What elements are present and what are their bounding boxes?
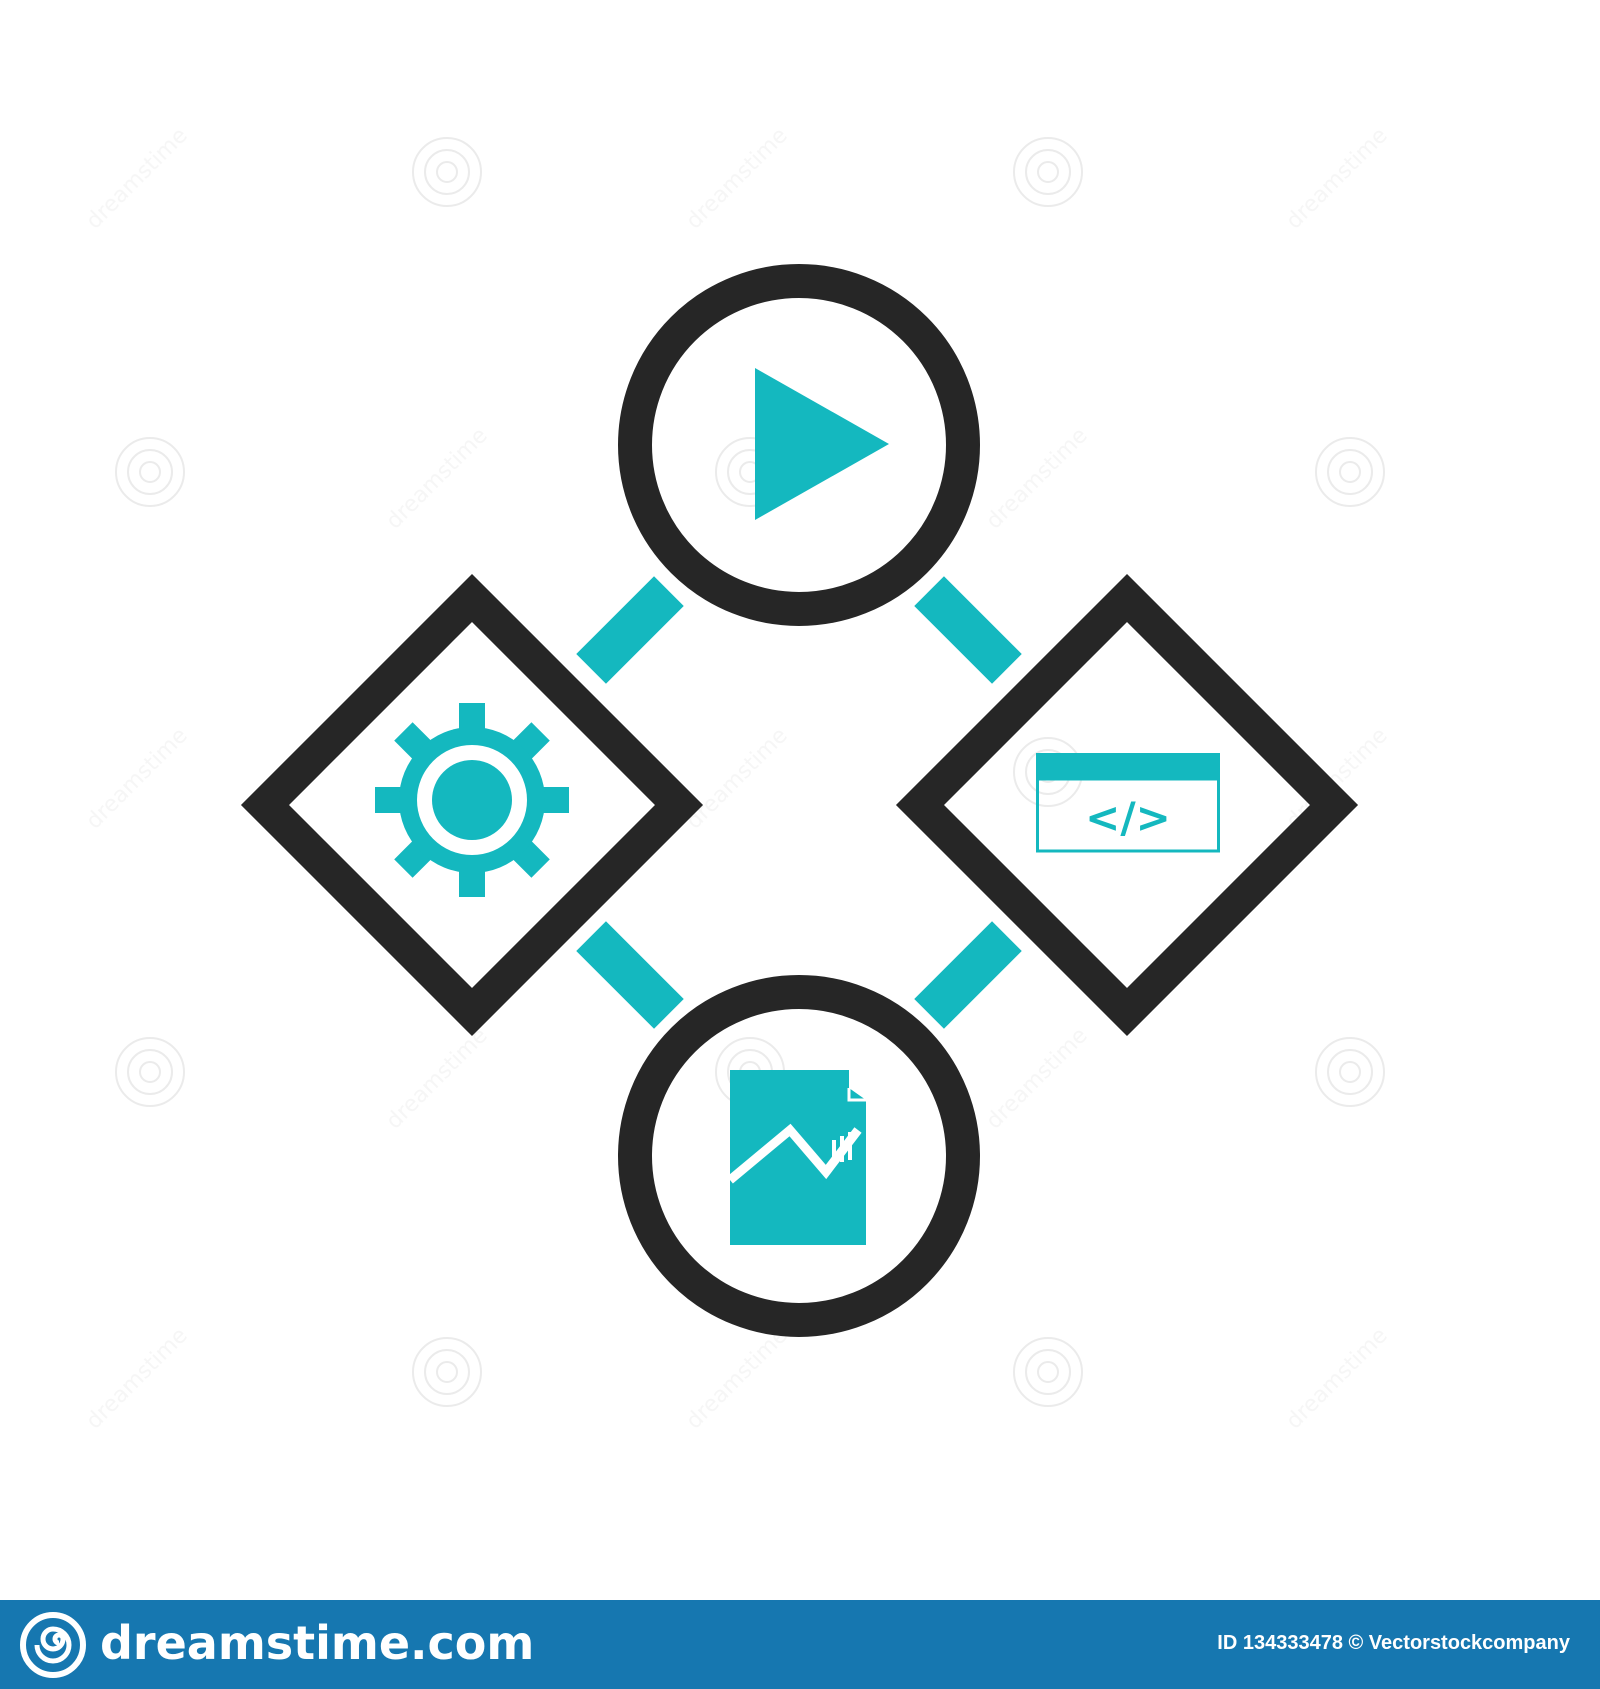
- watermark-text: dreamstime: [682, 123, 793, 234]
- node-top: [618, 264, 980, 626]
- play-icon: [755, 368, 889, 520]
- connector-top-left: [576, 576, 684, 684]
- code-symbol-text: </>: [1085, 793, 1171, 842]
- watermark-text: dreamstime: [1282, 1323, 1393, 1434]
- node-bottom: [618, 975, 980, 1337]
- watermark-text: dreamstime: [382, 1023, 493, 1134]
- connector-bottom-left: [576, 921, 684, 1029]
- node-left: [240, 573, 704, 1037]
- gear-icon: [375, 703, 569, 897]
- watermark-text: dreamstime: [82, 1323, 193, 1434]
- watermark-text: dreamstime: [682, 1323, 793, 1434]
- diamond-outline-left: [240, 573, 704, 1037]
- circle-outline-bottom: [618, 975, 980, 1337]
- code-window-icon: </>: [1036, 753, 1220, 853]
- watermark-text: dreamstime: [982, 1023, 1093, 1134]
- watermark-text: dreamstime: [82, 123, 193, 234]
- diamond-outline-right: [895, 573, 1359, 1037]
- footer-bar: dreamstime.com ID 134333478 © Vectorstoc…: [0, 1600, 1600, 1689]
- watermark-text: dreamstime: [682, 723, 793, 834]
- watermark-text: dreamstime: [1282, 123, 1393, 234]
- image-id-credit: ID 134333478 © Vectorstockcompany: [1217, 1632, 1570, 1654]
- chart-document-icon: [727, 1070, 866, 1245]
- circle-outline-top: [618, 264, 980, 626]
- watermark-text: dreamstime: [82, 723, 193, 834]
- footer-brand[interactable]: dreamstime.com: [100, 1616, 535, 1670]
- watermark-text: dreamstime: [982, 423, 1093, 534]
- spiral-logo-icon: [20, 1612, 86, 1678]
- watermark-text: dreamstime: [382, 423, 493, 534]
- connector-group: [576, 576, 1022, 1029]
- process-diagram: dreamstime dreamstime dreamstime dreamst…: [82, 123, 1393, 1434]
- connector-bottom-right: [914, 921, 1022, 1029]
- connector-top-right: [914, 576, 1022, 684]
- node-right: </>: [895, 573, 1359, 1037]
